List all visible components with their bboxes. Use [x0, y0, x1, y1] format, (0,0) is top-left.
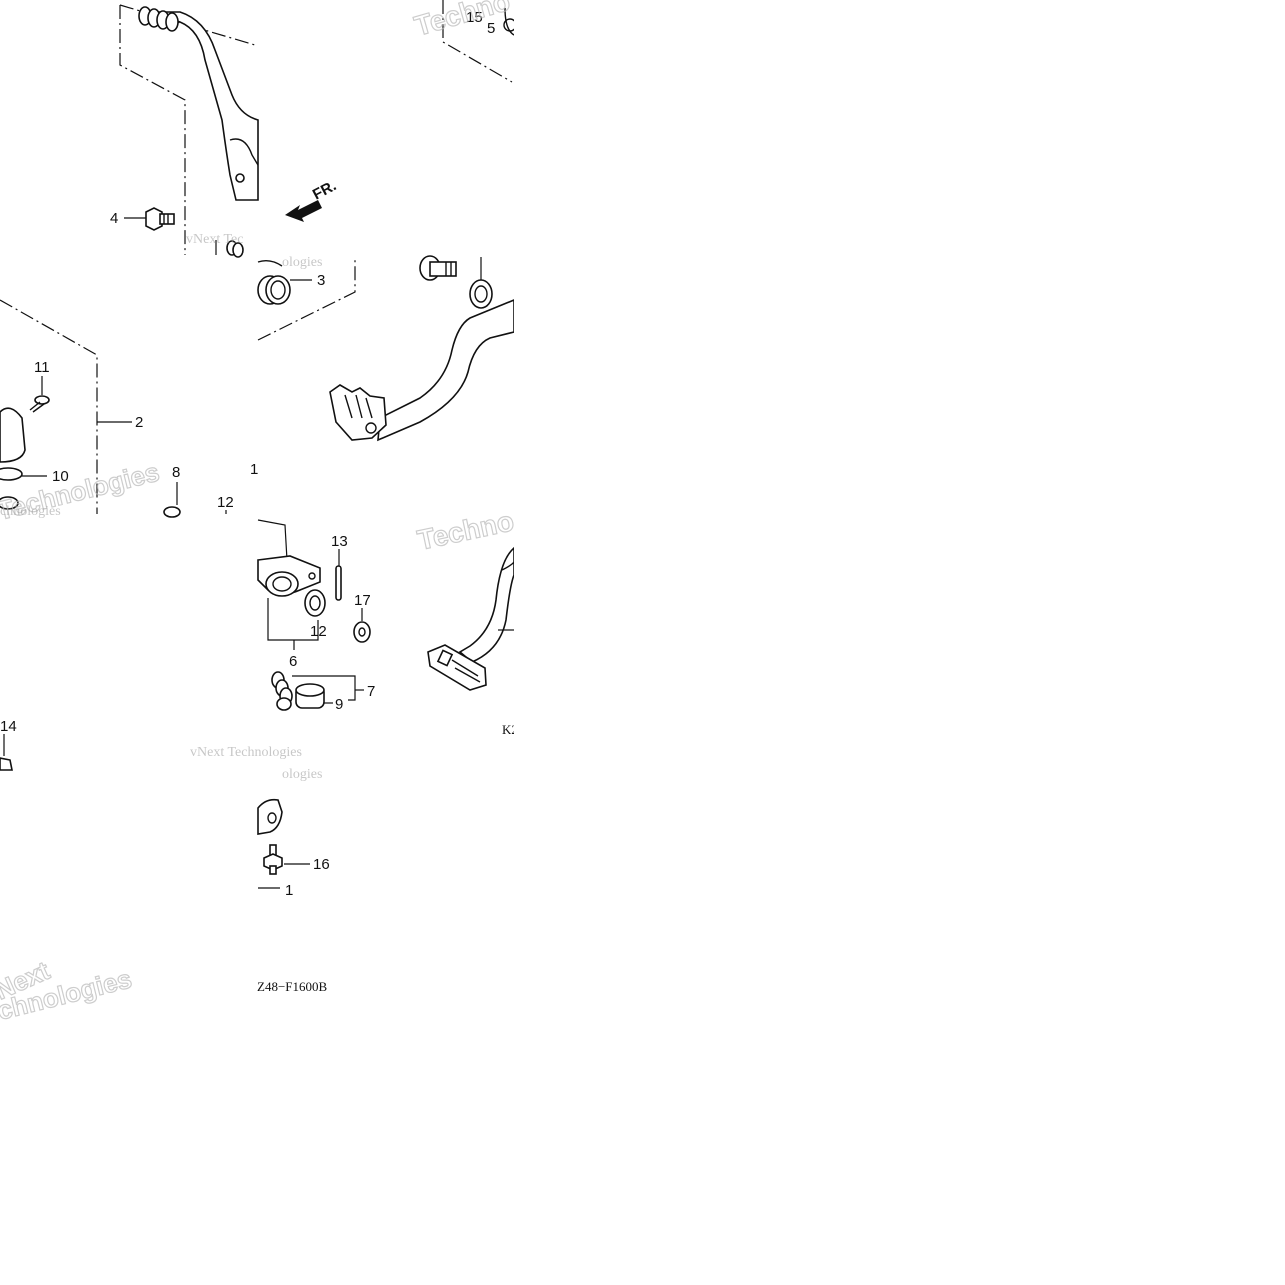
front-direction-label: FR. — [310, 177, 339, 203]
kick-starter-arm-group — [119, 4, 322, 258]
pivot-housing-6 — [257, 555, 321, 597]
collar-9 — [295, 683, 325, 709]
brake-pedal-arm — [377, 298, 515, 442]
callout-label: 3 — [317, 272, 325, 289]
bolt-4 — [145, 207, 175, 231]
brake-pedal-tip — [329, 384, 387, 441]
watermark-text: vNext Technologies — [190, 745, 302, 760]
kick-starter-arm — [149, 11, 259, 201]
callout-label: 15 — [466, 9, 483, 26]
callout-label: 8 — [172, 464, 180, 481]
bearing-group — [257, 257, 356, 341]
callout-label: 6 — [289, 653, 297, 670]
shift-drum-cover — [0, 407, 26, 481]
gearshift-lever-group — [427, 546, 515, 691]
watermark-text: ologies — [282, 255, 322, 270]
callout-label: 17 — [354, 592, 371, 609]
shift-arm-clamp — [257, 798, 283, 835]
watermark-text: Techno — [415, 505, 517, 556]
gearshift-pedal-tip — [427, 644, 487, 691]
washer-17 — [353, 621, 371, 643]
cotter-pin-13 — [335, 565, 342, 601]
callout-label: 10 — [52, 468, 69, 485]
spring-small — [226, 240, 244, 258]
part-code-partial: K2 — [502, 722, 518, 737]
seal-washer — [469, 279, 493, 309]
callout-label: 9 — [335, 696, 343, 713]
callout-label: 5 — [487, 20, 495, 37]
gearshift-lever-arm — [458, 546, 515, 663]
shift-parts-group — [0, 299, 227, 518]
watermark-text: vNext Tec — [186, 232, 243, 247]
callout-label: 12 — [217, 494, 234, 511]
washer-10 — [0, 496, 19, 510]
bolt-15 — [263, 844, 283, 875]
part-14-fragment — [0, 734, 13, 771]
pivot-assembly-group — [257, 519, 371, 711]
brake-pedal-group — [329, 255, 515, 442]
callout-label: 13 — [331, 533, 348, 550]
callout-label: 1 — [250, 461, 258, 478]
callout-label: 12 — [310, 623, 327, 640]
callout-label: 1 — [285, 882, 293, 899]
kick-pedal-grip — [138, 6, 179, 32]
watermark-text: ologies — [282, 767, 322, 782]
watermark-text: Techno — [411, 0, 513, 42]
callout-label: 14 — [0, 718, 17, 735]
callout-label: 7 — [367, 683, 375, 700]
watermark-text: chnologies — [0, 504, 61, 519]
callout-label: 2 — [135, 414, 143, 431]
callout-label: 4 — [110, 210, 118, 227]
pivot-bolt — [419, 255, 457, 281]
return-spring — [271, 671, 293, 711]
needle-bearing-3 — [257, 259, 291, 305]
part-code: Z48−F1600B — [257, 979, 328, 994]
clamp-bolt-group — [257, 798, 310, 889]
oil-seal-8 — [163, 506, 181, 518]
screw-11 — [29, 395, 50, 413]
seal-12 — [304, 589, 326, 617]
callout-label: 16 — [313, 856, 330, 873]
callout-label: 11 — [34, 359, 50, 376]
front-direction-arrow — [285, 200, 322, 222]
